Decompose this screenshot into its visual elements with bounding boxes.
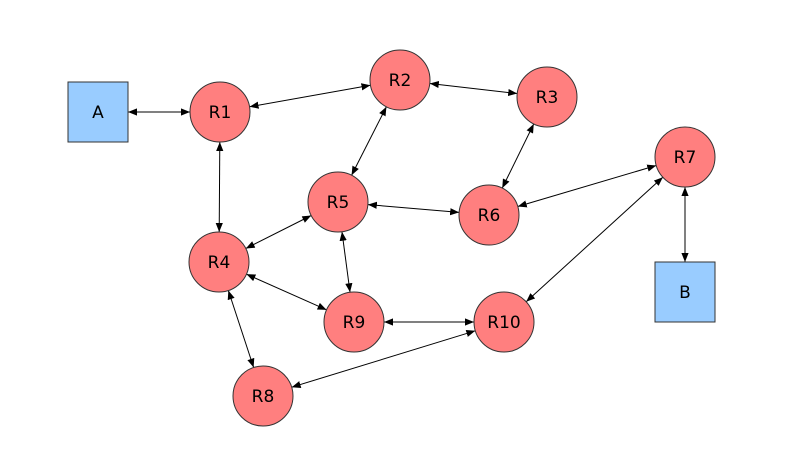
router-r1: R1	[189, 81, 251, 143]
node-label: A	[92, 103, 104, 123]
router-circle	[188, 231, 250, 293]
router-r9: R9	[323, 291, 385, 353]
router-r10: R10	[473, 291, 535, 353]
edge-r4-r5	[245, 215, 312, 249]
edge-r1-r2	[249, 83, 371, 109]
router-r4: R4	[188, 231, 250, 293]
edge-r2-r5	[351, 106, 387, 176]
router-circle	[323, 291, 385, 353]
edge-r2-r3	[429, 80, 518, 97]
edge-r6-r7	[517, 164, 657, 208]
edge-r4-r9	[246, 273, 327, 311]
router-circle	[458, 184, 520, 246]
edge-r5-r6	[367, 201, 460, 216]
node-label: R4	[208, 253, 231, 273]
router-r5: R5	[307, 171, 369, 233]
edge-r5-r9	[339, 231, 353, 293]
host-b: B	[654, 261, 716, 323]
node-label: R6	[478, 206, 501, 226]
router-r2: R2	[369, 49, 431, 111]
edge-r10-r7	[525, 176, 664, 303]
host-a: A	[67, 81, 129, 143]
router-circle	[473, 291, 535, 353]
node-label: R7	[674, 148, 697, 168]
edge-r1-r4	[215, 141, 224, 233]
router-r7: R7	[654, 126, 716, 188]
router-circle	[232, 365, 294, 427]
router-r6: R6	[458, 184, 520, 246]
host-box	[654, 261, 716, 323]
edge-r3-r6	[501, 123, 535, 189]
node-label: R8	[252, 387, 275, 407]
edge-r8-r10	[291, 330, 476, 388]
node-label: R1	[209, 103, 232, 123]
node-label: R3	[536, 88, 559, 108]
node-label: R9	[343, 313, 366, 333]
router-circle	[307, 171, 369, 233]
host-box	[67, 81, 129, 143]
router-circle	[189, 81, 251, 143]
router-circle	[654, 126, 716, 188]
router-r3: R3	[516, 66, 578, 128]
router-r8: R8	[232, 365, 294, 427]
node-label: B	[679, 283, 691, 303]
node-label: R2	[389, 71, 412, 91]
router-circle	[369, 49, 431, 111]
node-label: R5	[327, 193, 350, 213]
router-circle	[516, 66, 578, 128]
edge-r4-r8	[227, 290, 255, 368]
node-label: R10	[487, 313, 520, 333]
